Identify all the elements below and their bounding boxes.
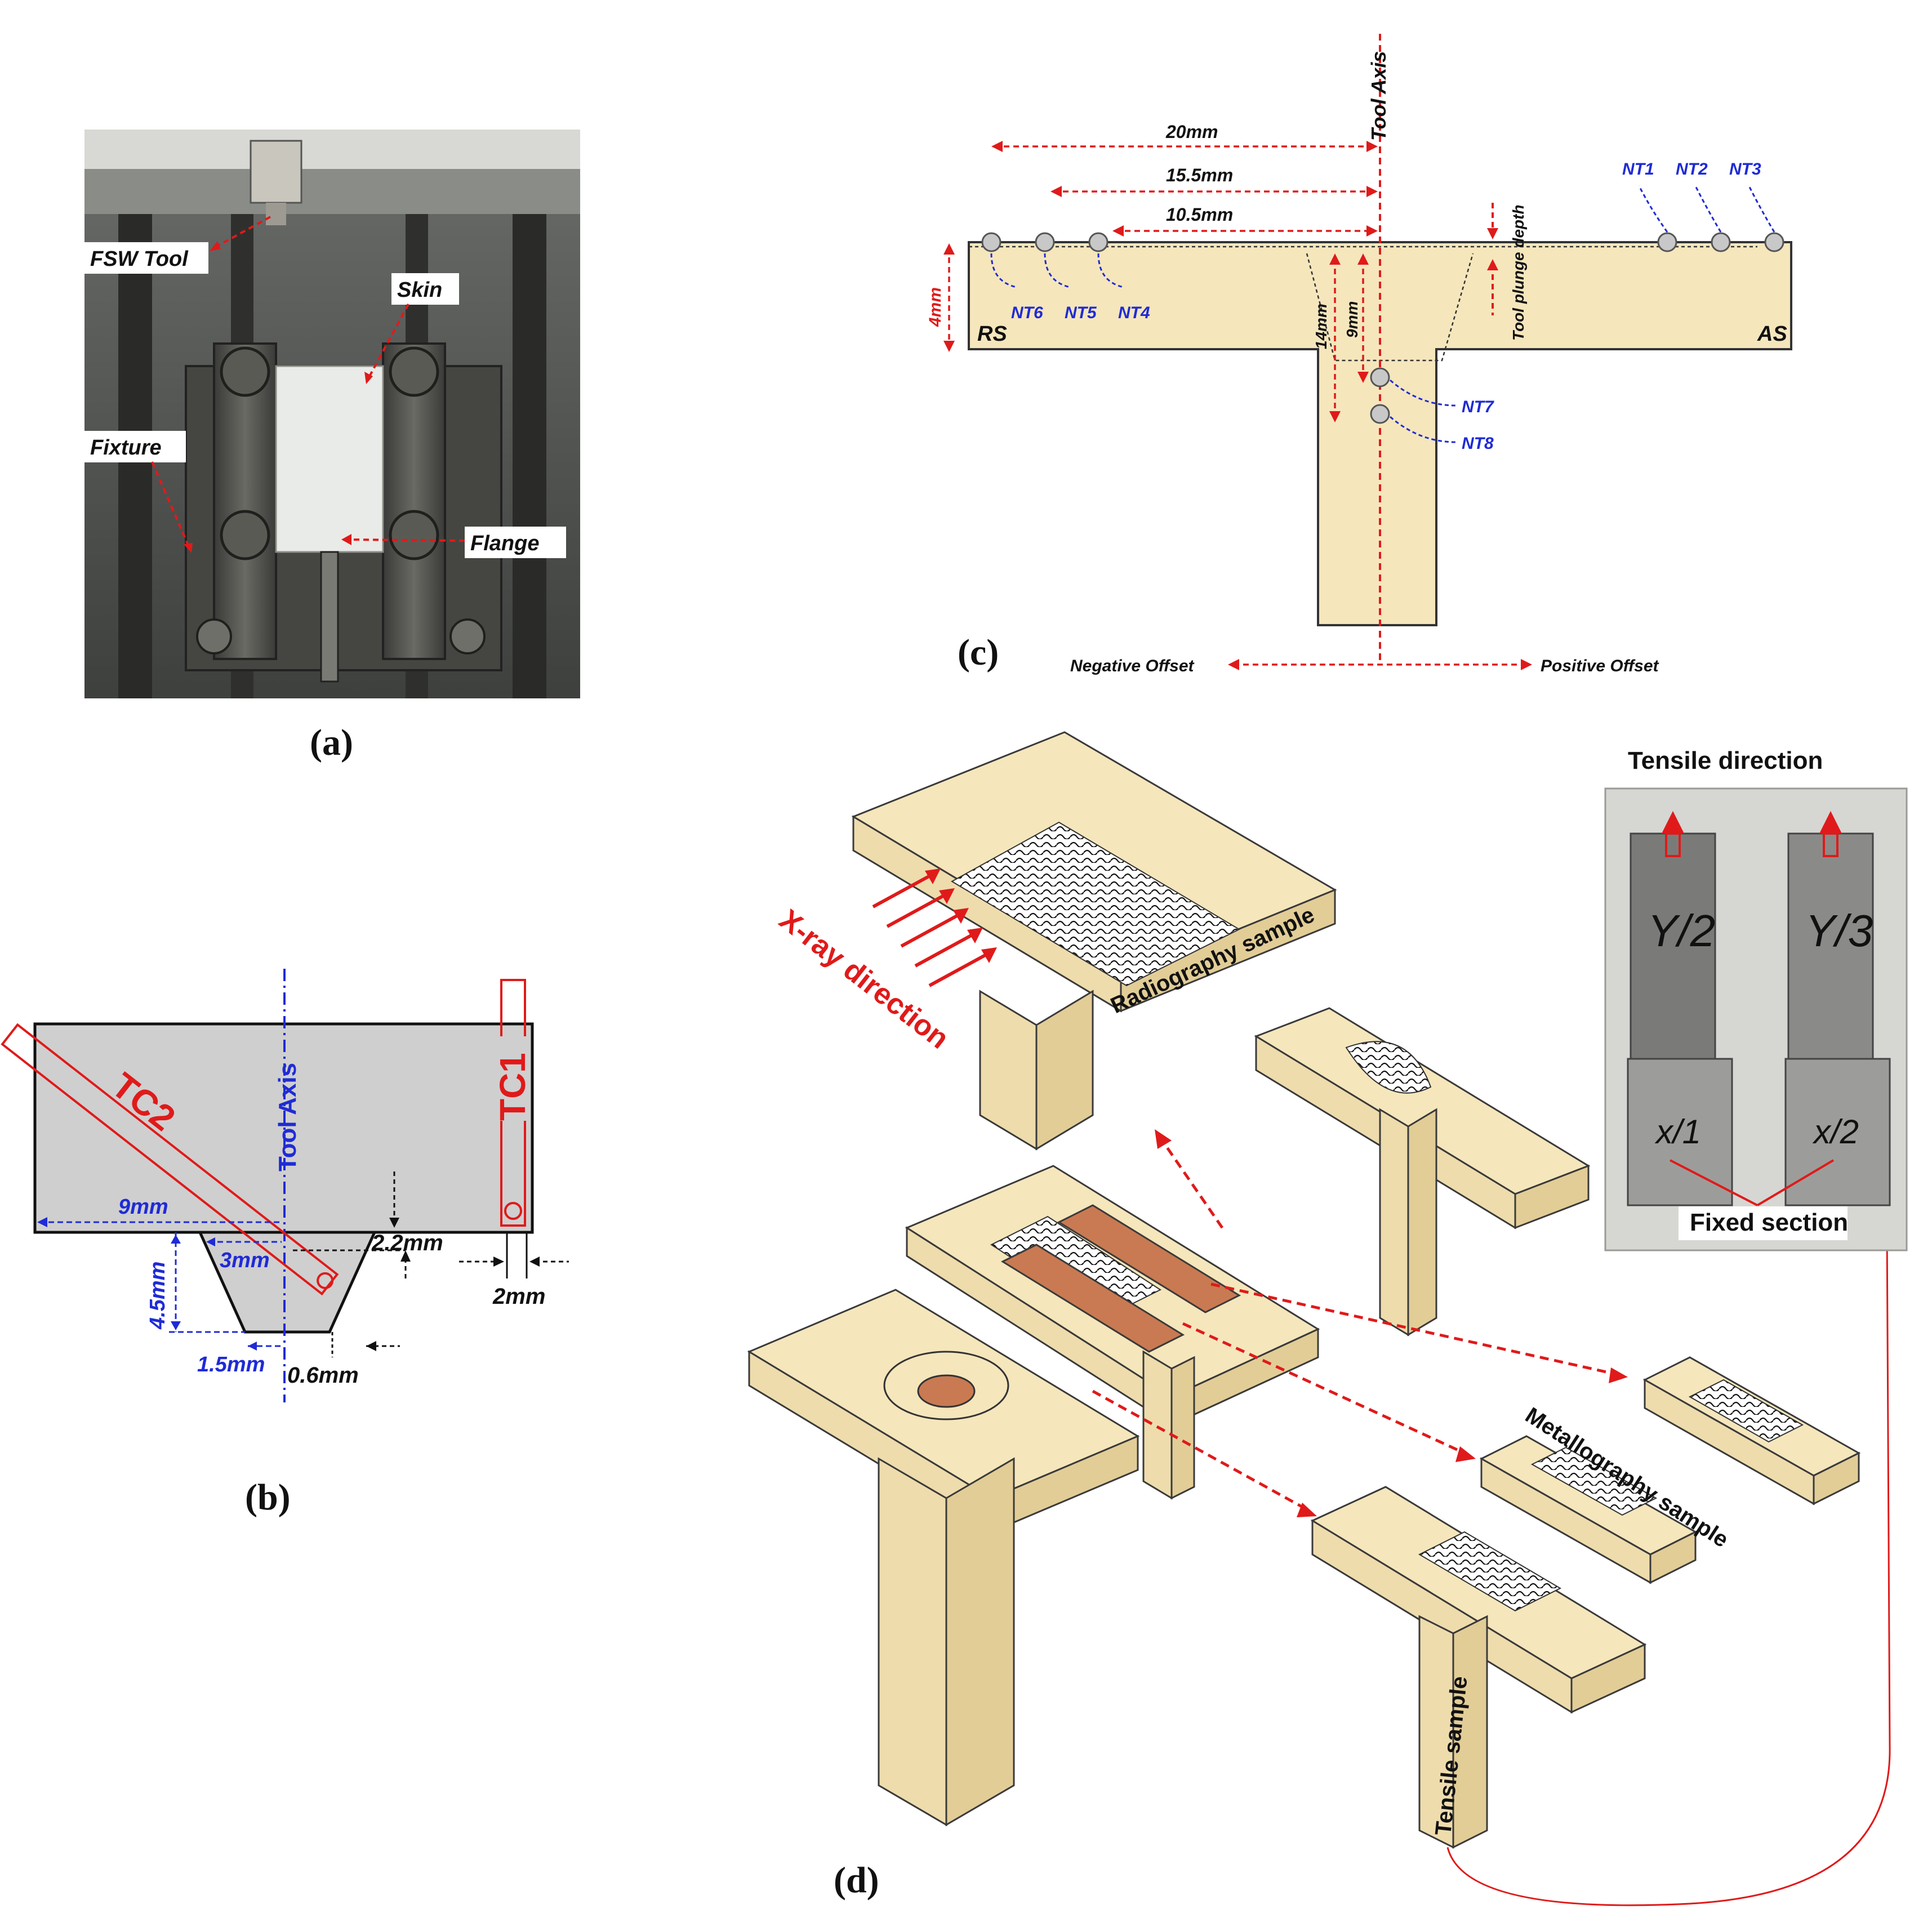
label-tool-axis: Tool Axis xyxy=(1367,51,1390,141)
cross-section-sample xyxy=(1254,1007,1591,1337)
label-nt6: NT6 xyxy=(1011,304,1043,322)
label-nt2: NT2 xyxy=(1676,160,1708,179)
label-flange: Flange xyxy=(470,532,539,555)
bolt xyxy=(389,346,439,397)
dim-2mm: 2mm xyxy=(492,1284,545,1309)
dim-14mm: 14mm xyxy=(1312,304,1330,349)
point-nt8 xyxy=(1370,404,1390,424)
cut-strip xyxy=(1000,1244,1185,1353)
panel-b: Tool Axis TC1 TC2 9mm 3mm 4.5mm 1.5mm 2.… xyxy=(0,957,620,1419)
dim-4mm: 4mm xyxy=(926,287,945,327)
label-nt5: NT5 xyxy=(1065,304,1097,322)
label-tc1: TC1 xyxy=(492,1053,533,1121)
dim-9mm: 9mm xyxy=(1343,301,1361,338)
label-nt1: NT1 xyxy=(1622,160,1654,179)
point-nt7 xyxy=(1370,367,1390,387)
skin-plate xyxy=(275,365,384,553)
label-rs: RS xyxy=(977,322,1007,346)
panel-d: Radiography sample X-ray direction xyxy=(732,721,1932,1926)
label-as: AS xyxy=(1757,322,1787,346)
caption-c: (c) xyxy=(958,632,999,673)
specimen-mark: x/2 xyxy=(1812,1113,1859,1151)
cut-strip xyxy=(1057,1204,1241,1313)
label-fixed-section: Fixed section xyxy=(1690,1209,1848,1236)
panel-c: Tool Axis 20mm 15.5mm 10.5mm 4mm 14mm 9m… xyxy=(901,11,1802,687)
metallography-sample-a xyxy=(1642,1356,1861,1505)
drilled-sample xyxy=(747,1289,1140,1826)
dim-10-5mm: 10.5mm xyxy=(1166,204,1233,225)
dim-0-6mm: 0.6mm xyxy=(287,1363,359,1388)
weld-bead xyxy=(950,821,1241,987)
flange-plate xyxy=(320,551,339,683)
label-xray-direction: X-ray direction xyxy=(773,903,955,1055)
radiography-sample: Radiography sample xyxy=(851,731,1337,1151)
caption-d: (d) xyxy=(834,1860,879,1901)
label-skin: Skin xyxy=(397,278,442,302)
tensile-photo: Tensile direction Y/2 Y/3 x/1 x/2 Fixed … xyxy=(1604,747,1908,1251)
label-nt7: NT7 xyxy=(1462,398,1494,416)
label-fixture: Fixture xyxy=(90,436,162,460)
dim-15-5mm: 15.5mm xyxy=(1166,165,1233,185)
label-fsw-tool: FSW Tool xyxy=(90,247,189,271)
fsw-tool-pin xyxy=(266,203,286,225)
nut xyxy=(196,618,232,654)
tensile-sample: Tensile sample xyxy=(1310,1486,1647,1849)
point-nt3 xyxy=(1764,232,1784,252)
label-negative-offset: Negative Offset xyxy=(1070,657,1195,675)
caption-b: (b) xyxy=(245,1477,291,1518)
label-positive-offset: Positive Offset xyxy=(1541,657,1660,675)
label-tool-axis: Tool Axis xyxy=(274,1063,301,1171)
point-nt5 xyxy=(1035,232,1055,252)
extraction-arrows xyxy=(1092,1129,1628,1517)
panel-d-drawing: Radiography sample X-ray direction xyxy=(747,731,1908,1906)
specimen-mark: x/1 xyxy=(1654,1113,1701,1151)
dim-20mm: 20mm xyxy=(1165,122,1218,142)
caption-a: (a) xyxy=(310,722,353,763)
panel-a-photo: FSW Tool Skin Fixture Flange xyxy=(84,130,580,698)
arrow-up-icon xyxy=(1662,811,1684,834)
arrow-up-icon xyxy=(1819,811,1842,834)
point-nt6 xyxy=(981,232,1001,252)
specimen-mark: Y/3 xyxy=(1805,906,1873,956)
panel-c-drawing: Tool Axis 20mm 15.5mm 10.5mm 4mm 14mm 9m… xyxy=(926,34,1792,675)
point-nt2 xyxy=(1711,232,1731,252)
point-nt4 xyxy=(1088,232,1109,252)
fsw-tool-shank xyxy=(250,140,302,204)
nut xyxy=(449,618,486,654)
bolt xyxy=(220,510,270,560)
panel-b-drawing: Tool Axis TC1 TC2 9mm 3mm 4.5mm 1.5mm 2.… xyxy=(1,969,569,1402)
dim-2-2mm: 2.2mm xyxy=(371,1231,443,1255)
dim-9mm: 9mm xyxy=(118,1195,168,1219)
bolt xyxy=(389,510,439,560)
spindle-head xyxy=(84,130,580,169)
specimen-mark: Y/2 xyxy=(1648,906,1715,956)
label-tensile-direction: Tensile direction xyxy=(1628,747,1823,774)
dim-3mm: 3mm xyxy=(220,1249,270,1272)
label-nt3: NT3 xyxy=(1729,160,1761,179)
panel-a: FSW Tool Skin Fixture Flange xyxy=(84,130,580,698)
tool-pin xyxy=(198,1231,377,1334)
arrowhead xyxy=(210,241,221,251)
label-nt8: NT8 xyxy=(1462,434,1494,453)
bolt xyxy=(220,346,270,397)
dim-4-5mm: 4.5mm xyxy=(146,1262,170,1330)
label-tool-plunge-depth: Tool plunge depth xyxy=(1510,204,1527,341)
dim-1-5mm: 1.5mm xyxy=(197,1353,265,1376)
stir-zone xyxy=(1306,253,1474,362)
t-slot xyxy=(513,214,546,698)
point-nt1 xyxy=(1657,232,1677,252)
label-nt4: NT4 xyxy=(1118,304,1150,322)
